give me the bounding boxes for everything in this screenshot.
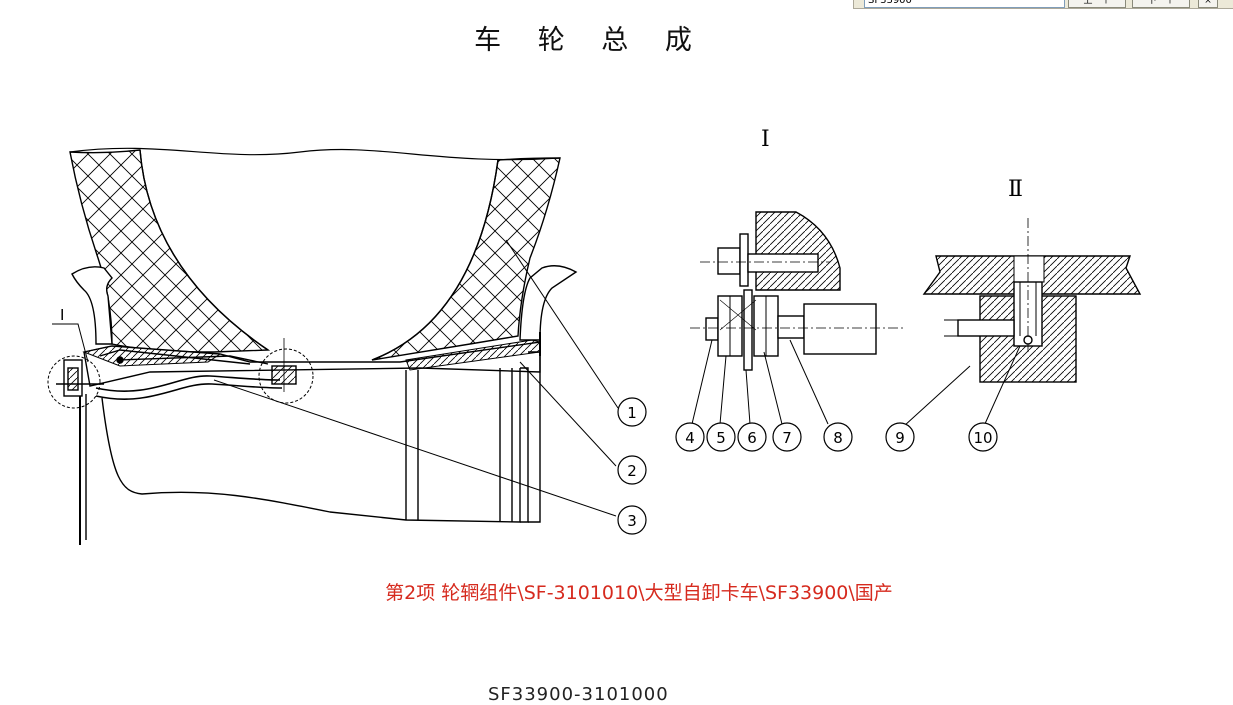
main-section-view — [47, 147, 578, 545]
find-next-button[interactable]: 下一个 — [1132, 0, 1190, 8]
callout-2: 2 — [627, 462, 637, 480]
callout-10-circle — [968, 422, 998, 452]
callout-9: 9 — [895, 429, 905, 447]
find-toolbar: SF33900 上一个 下一个 × — [853, 0, 1233, 9]
callout-4-circle — [675, 422, 705, 452]
callout-8-circle — [823, 422, 853, 452]
callout-10: 10 — [973, 429, 992, 447]
callout-5: 5 — [716, 429, 726, 447]
callout-1-circle — [617, 397, 647, 427]
right-flange — [519, 265, 578, 341]
callout-6: 6 — [747, 429, 757, 447]
callout-6-circle — [737, 422, 767, 452]
detail-1-leaders — [691, 339, 829, 425]
callout-3: 3 — [627, 512, 637, 530]
drawing-number: SF33900-3101000 — [488, 684, 669, 705]
callout-4: 4 — [685, 429, 695, 447]
part-caption[interactable]: 第2项 轮辋组件\SF-3101010\大型自卸卡车\SF33900\国产 — [385, 582, 893, 604]
detail-circle-1 — [47, 355, 101, 409]
valve-tube — [95, 375, 281, 392]
main-leaders — [213, 239, 619, 517]
callout-3-circle — [617, 505, 647, 535]
detail-2-leaders — [903, 345, 1021, 427]
callout-8: 8 — [833, 429, 843, 447]
detail-1-label: Ⅰ — [761, 127, 770, 152]
drawing-title: 车 轮 总 成 — [474, 25, 706, 56]
detail-view-2 — [922, 218, 1142, 383]
detail-view-1 — [690, 211, 904, 371]
find-input[interactable]: SF33900 — [864, 0, 1065, 8]
callout-2-circle — [617, 455, 647, 485]
detail-circle-2 — [258, 348, 314, 404]
callout-7-circle — [772, 422, 802, 452]
find-close-icon[interactable]: × — [1198, 0, 1218, 8]
callout-1: 1 — [627, 404, 637, 422]
callout-5-circle — [706, 422, 736, 452]
callout-7: 7 — [782, 429, 792, 447]
left-flange — [71, 266, 113, 345]
detail-2-label: Ⅱ — [1008, 177, 1023, 202]
find-prev-button[interactable]: 上一个 — [1068, 0, 1126, 8]
leader-1-label: Ⅰ — [60, 306, 64, 324]
callout-9-circle — [885, 422, 915, 452]
